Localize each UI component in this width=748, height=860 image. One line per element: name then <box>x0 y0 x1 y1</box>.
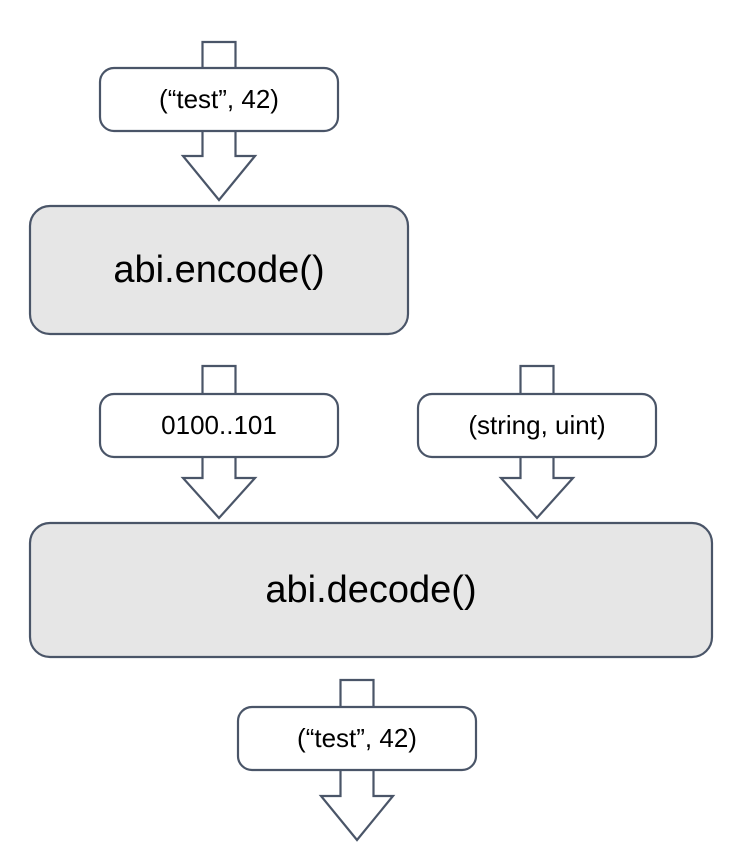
node-abi-encode-shape <box>28 204 410 336</box>
connector-encode-input-to-encode <box>180 127 258 202</box>
node-encode-input-label: (“test”, 42) <box>159 84 279 114</box>
node-encode-input-shape <box>98 66 340 133</box>
node-encode-input[interactable]: (“test”, 42) <box>98 66 340 133</box>
node-decode-output-shape <box>236 705 478 772</box>
node-decode-types[interactable]: (string, uint) <box>416 392 658 459</box>
connector-encoded-bytes-to-decode <box>180 453 258 520</box>
node-encoded-bytes[interactable]: 0100..101 <box>98 392 340 459</box>
node-abi-decode-shape <box>28 521 714 659</box>
connector-output-to-outlet <box>318 766 396 842</box>
node-abi-encode-label: abi.encode() <box>113 249 324 291</box>
node-decode-types-shape <box>416 392 658 459</box>
node-decode-output-label: (“test”, 42) <box>297 723 417 753</box>
node-abi-encode[interactable]: abi.encode() <box>28 204 410 336</box>
node-abi-decode[interactable]: abi.decode() <box>28 521 714 659</box>
connector-decode-types-to-decode <box>498 453 576 520</box>
node-encoded-bytes-label: 0100..101 <box>161 410 277 440</box>
node-decode-types-label: (string, uint) <box>468 410 605 440</box>
node-decode-output[interactable]: (“test”, 42) <box>236 705 478 772</box>
node-encoded-bytes-shape <box>98 392 340 459</box>
node-abi-decode-label: abi.decode() <box>265 569 476 611</box>
